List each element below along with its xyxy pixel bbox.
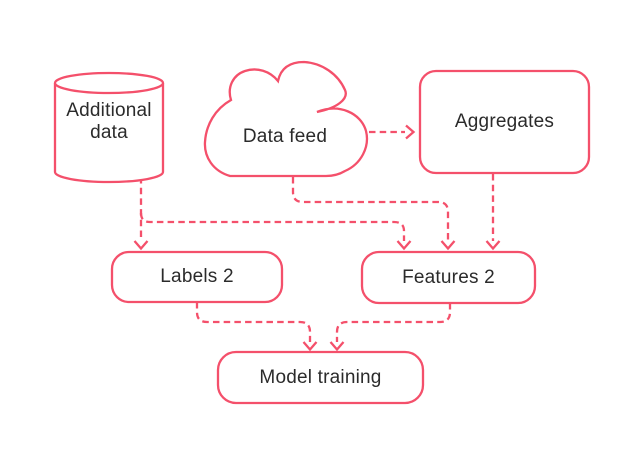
node-label-features-2: Features 2: [402, 267, 495, 288]
node-data-feed-shape: [203, 60, 369, 178]
arrowhead-down-icon: [329, 341, 345, 352]
edge-aggregates-to-features-2: [485, 174, 501, 251]
node-label-data-feed: Data feed: [242, 126, 328, 147]
node-aggregates-shape: [418, 69, 591, 175]
arrowhead-down-icon: [133, 240, 149, 251]
arrowhead-down-icon: [302, 341, 318, 352]
node-labels-2-shape: [110, 250, 284, 304]
node-features-2-shape: [360, 250, 537, 305]
node-label-additional-data: Additional data: [66, 100, 152, 143]
node-additional-data-shape: [53, 71, 165, 184]
arrowhead-down-icon: [440, 240, 456, 251]
node-label-labels-2: Labels 2: [160, 266, 234, 287]
edge-features-2-to-model-training: [329, 303, 452, 352]
edge-labels-2-to-model-training: [195, 302, 318, 352]
node-label-model-training: Model training: [259, 367, 382, 388]
node-model-training-shape: [216, 350, 425, 405]
arrowhead-down-icon: [485, 240, 501, 251]
arrowhead-right-icon: [405, 124, 416, 140]
arrowhead-down-icon: [396, 240, 412, 251]
edge-data-feed-to-aggregates: [369, 124, 416, 140]
edge-additional-data-to-labels-2: [133, 177, 149, 251]
node-label-aggregates: Aggregates: [454, 111, 555, 132]
edge-data-feed-to-features-2: [291, 177, 456, 251]
cylinder-body: [53, 83, 165, 184]
cylinder-top: [53, 71, 165, 95]
edge-additional-data-to-features-2: [139, 212, 412, 251]
